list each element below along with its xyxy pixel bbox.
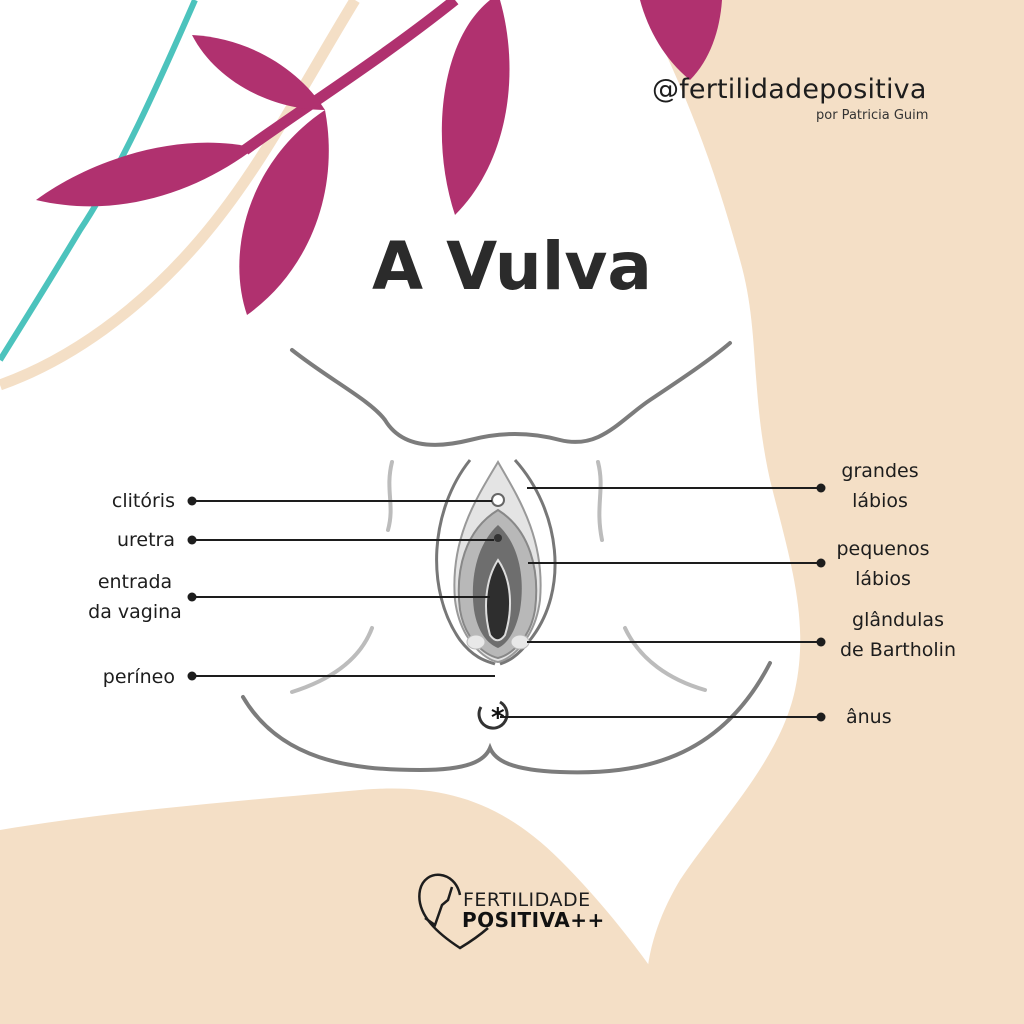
label-anus: ânus: [846, 706, 892, 728]
label-uretra: uretra: [116, 529, 175, 551]
logo-line1: FERTILIDADE: [463, 889, 591, 911]
label-grandes-labios: grandes lábios: [841, 460, 919, 512]
teal-line: [0, 0, 198, 362]
leaves: [36, 0, 722, 315]
svg-text:*: *: [491, 703, 505, 733]
logo-heart-icon: [418, 873, 489, 950]
label-glandulas-bartholin: glândulas de Bartholin: [840, 609, 956, 661]
thigh-lines: [290, 460, 707, 694]
title-text: A Vulva: [372, 228, 652, 305]
vulva-illustration: *: [435, 458, 557, 733]
leaf-branch: [241, 0, 459, 155]
label-clitoris: clitóris: [111, 490, 175, 512]
author-byline: por Patricia Guim: [816, 108, 929, 123]
beige-blob-bottom: [0, 788, 690, 1024]
social-handle: @fertilidadepositiva: [652, 74, 927, 105]
leader-lines: [192, 487, 821, 718]
page-title: A Vulva: [0, 228, 1024, 305]
body-outline: [241, 341, 772, 775]
beige-blob-right: [640, 0, 1024, 1024]
label-perineo: períneo: [102, 666, 175, 688]
label-entrada-vagina: entrada da vagina: [88, 571, 182, 623]
leader-dots: [187, 483, 826, 722]
logo-line2: POSITIVA++: [462, 908, 605, 932]
beige-curve: [0, 0, 360, 391]
label-pequenos-labios: pequenos lábios: [836, 538, 930, 590]
